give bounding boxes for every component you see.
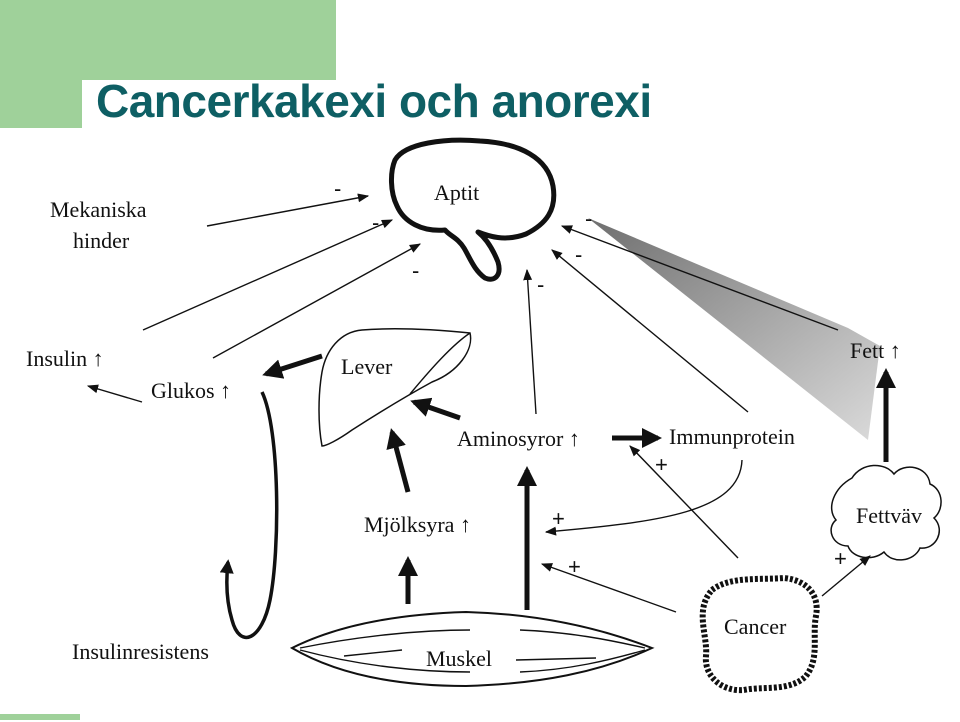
- fettvav-cloud: [830, 464, 942, 561]
- arrow-mjolksyra-to-lever: [386, 428, 411, 493]
- arrow-cancer-to-fettvav: [821, 555, 871, 597]
- minus-sign: -: [372, 210, 379, 235]
- mekaniska-label: Mekaniska: [50, 197, 147, 222]
- insulinresistens-label: Insulinresistens: [72, 639, 209, 664]
- arrow-glukos-to-aptit: [212, 243, 421, 359]
- muskel-label: Muskel: [426, 646, 492, 671]
- arrow-lever-to-glukos: [262, 353, 323, 379]
- muscle-fiber: [343, 649, 403, 657]
- muscle-fiber: [299, 629, 471, 649]
- minus-sign: -: [585, 206, 592, 231]
- lever-label: Lever: [341, 354, 393, 379]
- arrow-aminosyror-to-aptit: [523, 268, 537, 415]
- glukos-label: Glukos ↑: [151, 378, 231, 403]
- arrow-immunprotein-to-muskel: [544, 459, 743, 536]
- fett-label: Fett ↑: [850, 338, 901, 363]
- insulin-label: Insulin ↑: [26, 346, 104, 371]
- muscle-fiber: [519, 629, 646, 649]
- decorative-green-block: [0, 0, 336, 80]
- minus-sign: -: [575, 242, 582, 267]
- arrow-cancer-to-muskel: [540, 563, 677, 613]
- plus-sign: +: [552, 506, 565, 531]
- cancer-blob: [699, 575, 820, 694]
- brain-shape: [389, 137, 557, 282]
- slide-title: Cancerkakexi och anorexi: [96, 75, 652, 127]
- arrow-glukos-to-insulin: [86, 384, 143, 403]
- insulinresistens-loop-arrow: [219, 391, 279, 640]
- arrow-insulin-to-aptit: [142, 219, 394, 331]
- aptit-label: Aptit: [434, 180, 479, 205]
- muscle-shape: [289, 610, 655, 688]
- minus-sign: -: [412, 258, 419, 283]
- immunprotein-label: Immunprotein: [669, 424, 795, 449]
- cancer-label: Cancer: [724, 614, 787, 639]
- minus-sign: -: [334, 176, 341, 201]
- liver-lobe-line: [409, 332, 471, 395]
- hinder-label: hinder: [73, 228, 130, 253]
- arrow-cancer-to-immunprotein: [629, 445, 739, 559]
- decorative-green-block: [0, 80, 82, 128]
- aminosyror-label: Aminosyror ↑: [457, 426, 580, 451]
- minus-sign: -: [537, 272, 544, 297]
- muscle-fiber: [519, 649, 646, 673]
- arrow-fett-to-aptit: [560, 225, 839, 331]
- mjolksyra-label: Mjölksyra ↑: [364, 512, 471, 537]
- arrow-mekaniska-to-aptit: [206, 193, 370, 227]
- arrow-aminosyror-to-lever: [410, 397, 461, 421]
- muscle-fiber: [299, 649, 471, 673]
- plus-sign: +: [834, 546, 847, 571]
- fat-signal-fan: [588, 218, 880, 440]
- arrow-immunprotein-to-aptit: [551, 249, 749, 413]
- plus-sign: +: [655, 452, 668, 477]
- liver-shape: [318, 328, 472, 447]
- plus-sign: +: [568, 554, 581, 579]
- fettvav-label: Fettväv: [856, 503, 922, 528]
- decorative-green-strip: [0, 714, 80, 720]
- muscle-fiber: [515, 657, 597, 661]
